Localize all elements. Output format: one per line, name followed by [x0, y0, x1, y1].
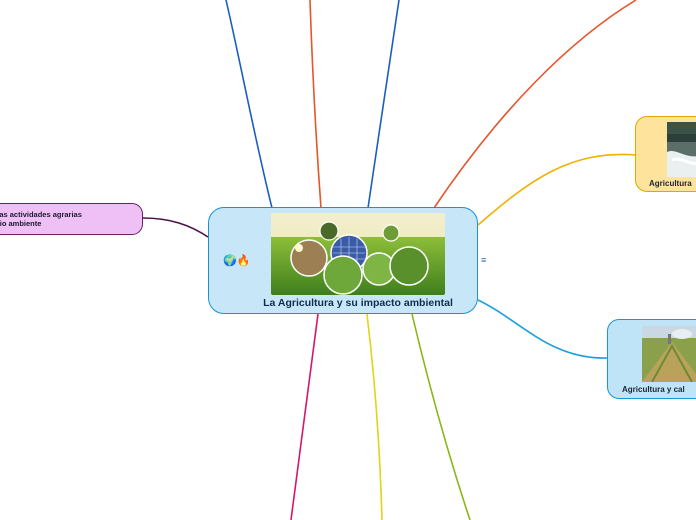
globe-icon: 🌍: [223, 255, 237, 267]
central-topic-icons: 🌍🔥: [223, 255, 250, 267]
branch-left-purple: [142, 217, 209, 238]
branch-bottom-yellow: [366, 313, 383, 520]
topic-label: Agricultura y cal: [622, 385, 685, 394]
topic-label: e las actividades agrarias edio ambiente: [0, 210, 131, 228]
topic-agricultura-y-cal[interactable]: Agricultura y cal: [607, 319, 696, 399]
notes-icon[interactable]: ≡: [481, 255, 487, 265]
topic-image: [642, 326, 696, 382]
topic-label-line1: e las actividades agrarias: [0, 210, 82, 219]
branch-top-right-blue: [367, 0, 400, 209]
topic-label: Agricultura: [649, 179, 692, 188]
branch-bottom-green: [411, 313, 471, 520]
topic-agricultura[interactable]: Agricultura: [635, 116, 696, 192]
branch-bottom-magenta: [290, 313, 319, 520]
branch-right-gold: [477, 153, 637, 226]
topic-image: [667, 122, 696, 177]
branch-right-sky: [477, 299, 609, 359]
fire-icon: 🔥: [236, 255, 251, 267]
central-topic-image: [271, 213, 445, 295]
central-topic-title: La Agricultura y su impacto ambiental: [263, 297, 453, 309]
branch-top-left-blue: [225, 0, 273, 209]
branch-top-orange: [309, 0, 322, 209]
central-topic[interactable]: 🌍🔥: [208, 207, 478, 314]
branch-top-right-orange: [433, 0, 637, 209]
topic-label-line2: edio ambiente: [0, 219, 42, 228]
topic-actividades-agrarias[interactable]: e las actividades agrarias edio ambiente: [0, 203, 143, 235]
